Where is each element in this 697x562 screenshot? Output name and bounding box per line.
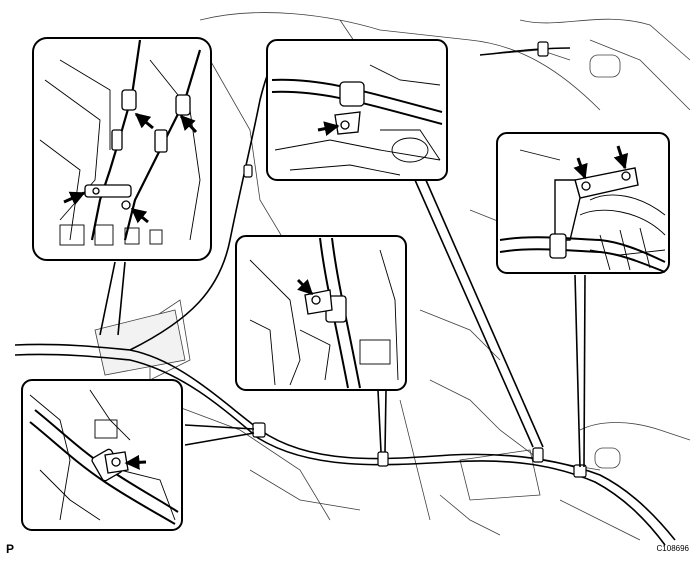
callout-clamp-bolt-center — [235, 235, 407, 391]
arrow-icon — [573, 145, 629, 180]
arrow-icon — [124, 454, 147, 470]
callout-parking-brake-lever-cables — [32, 37, 212, 261]
figure-corner-label: P — [6, 542, 15, 556]
arrow-icon — [317, 121, 340, 137]
vehicle-underbody — [94, 12, 691, 541]
arrow-icon — [63, 112, 198, 224]
arrow-icon — [296, 278, 314, 296]
callout-clamp-bolt-upper-center — [266, 39, 448, 181]
illustration-code: C108696 — [656, 544, 689, 553]
callout-leaders — [99, 177, 586, 468]
callout-clamp-bolt-lower-left — [21, 379, 183, 531]
callout-bracket-bolts-right — [496, 132, 670, 274]
